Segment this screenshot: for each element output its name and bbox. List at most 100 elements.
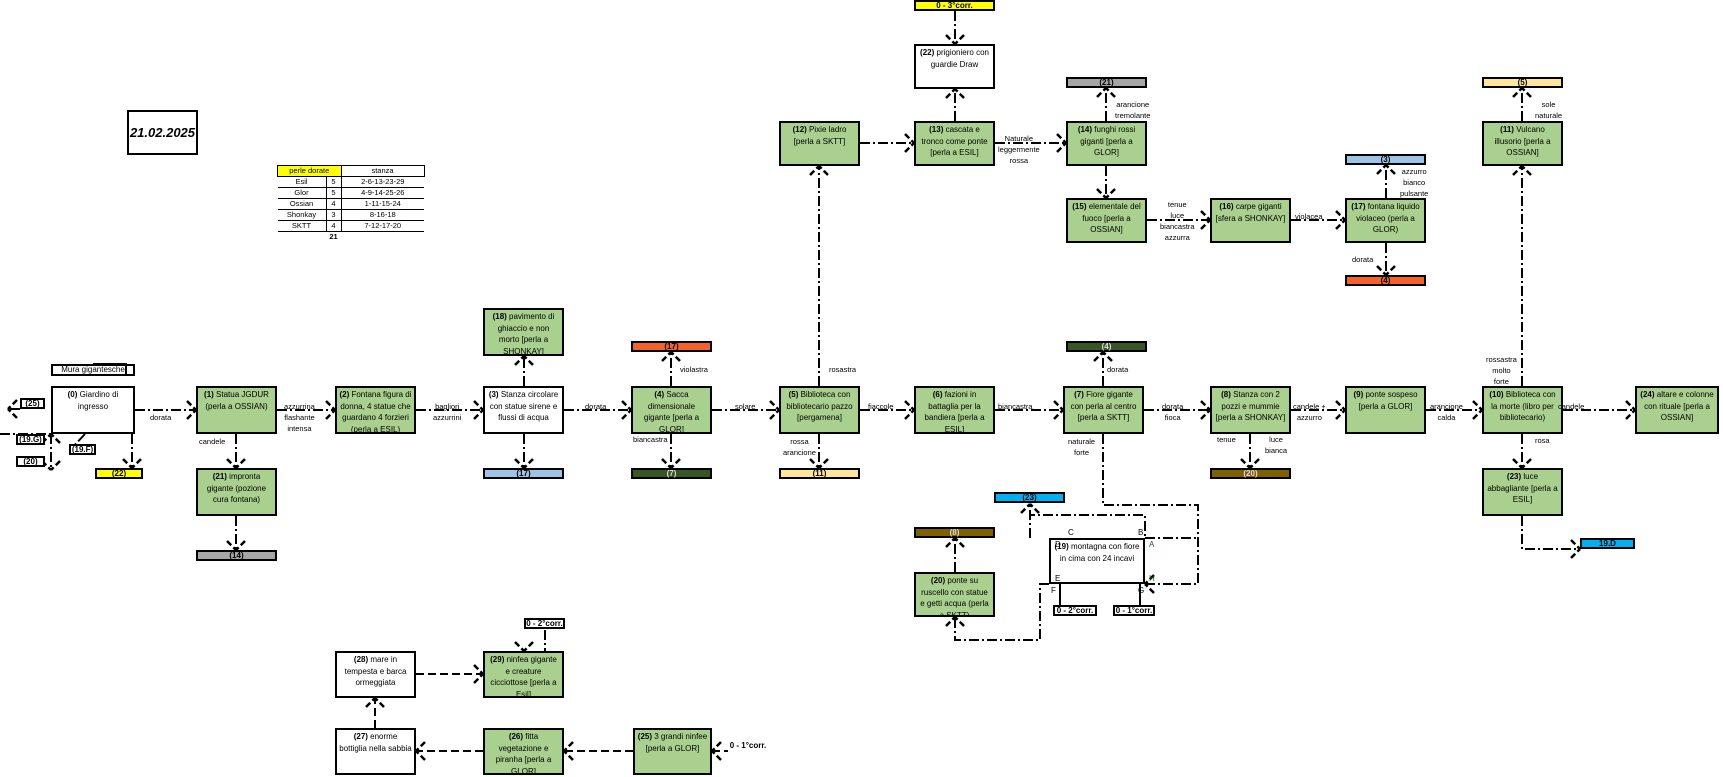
arrowhead-icon [1020,503,1040,514]
room-description: impronta gigante (pozione cura fontana) [206,472,267,504]
room-number: (2) [339,390,350,399]
room-description: Vulcano illusorio [perla a OSSIAN] [1494,125,1551,157]
room-description: Stanza con 2 pozzi e mummie [perla a SHO… [1215,390,1286,422]
reference-tag-r19g: (19.G) [16,434,45,445]
arrowhead-icon [1093,351,1113,362]
reference-tag-r3: (3) [1345,154,1426,165]
pearl-name: Glor [277,187,326,199]
room-description: Pixie ladro [perla a SKTT] [793,125,847,146]
arrowhead-icon [1376,164,1396,175]
room-node-0: (0) Giardino di ingresso [51,386,135,434]
reference-tag-r20b: (20) [1210,468,1291,479]
room-number: (9) [1353,390,1364,399]
arrowhead-icon [1512,165,1532,176]
room-node-5: (5) Biblioteca con bibliotecario pazzo [… [779,386,860,434]
pearl-count: 5 [325,176,342,188]
reference-tag-c1: 0 - 1°corr. [1113,605,1155,616]
arrowhead-icon [1570,539,1581,559]
connector-label-candele2: candele [1558,402,1585,411]
room-description: fazioni in battaglia per la bandiera [pe… [924,390,985,434]
room-description: ponte sospeso [perla a GLOR] [1358,390,1418,411]
arrowhead-icon [945,88,965,99]
room-number: (13) [929,125,944,134]
reference-tag-r25: (25) [20,398,45,409]
room-number: (18) [492,312,507,321]
room-description: Giardino di ingresso [77,390,119,411]
arrowhead-icon [226,540,246,551]
connector-label-dorata4: dorata [1352,255,1374,264]
arrowhead-icon [415,741,426,761]
arrowhead-icon [1335,210,1346,230]
arrowhead-icon [1096,188,1116,199]
room-number: (16) [1219,202,1234,211]
arrowhead-icon [1096,87,1116,98]
arrowhead-icon [1472,400,1483,420]
connector-19-c-b [1029,514,1146,538]
connector-23-19d [1521,516,1580,550]
reference-tag-r22: (22) [95,468,143,479]
arrowhead-icon [1376,265,1396,276]
pearl-rooms: 4-9-14-25-26 [341,187,424,199]
room-description: Biblioteca con bibliotecario pazzo [perg… [786,390,853,422]
room-description: Biblioteca con la morte (libro per bibli… [1491,390,1556,422]
reference-tag-c2: 0 - 2°corr. [1053,605,1097,616]
room-description: cascata e tronco come ponte [perla a ESI… [921,125,988,157]
room-node-28: (28) mare in tempesta e barca ormeggiata [335,651,416,698]
room-number: (19) [1054,542,1069,551]
connector-19-20 [954,583,1049,641]
arrowhead-icon [563,741,574,761]
room-number: (11) [1500,125,1514,134]
room-description: carpe giganti [sfera a SHONKAY] [1215,202,1286,223]
reference-tag-r5: (5) [1482,77,1563,88]
connector-label-candele-azzurro: candele +azzurro [1293,402,1326,422]
pearl-name: Shonkay [277,209,326,221]
reference-tag-r8: (8) [914,527,995,538]
room-node-22: (22) prigioniero con guardie Draw [914,44,995,89]
room-node-10: (10) Biblioteca con la morte (libro per … [1482,386,1563,434]
room-description: funghi rossi giganti [perla a GLOR] [1080,125,1136,157]
reference-tag-r3top: 0 - 3°corr. [914,0,995,11]
corner-label-a: A [1149,540,1155,549]
reference-tag-c2b: 0 - 2°corr. [524,618,565,629]
arrowhead-icon [1512,87,1532,98]
arrowhead-icon [365,697,385,708]
arrowhead-icon [904,400,915,420]
room-number: (22) [920,48,935,57]
room-node-18: (18) pavimento di ghiaccio e non morto [… [483,308,564,356]
connector-label-violastra: violastra [680,365,708,374]
room-node-12: (12) Pixie ladro [perla a SKTT] [779,121,860,166]
room-number: (12) [792,125,807,134]
room-description: pavimento di ghiaccio e non morto [perla… [497,312,555,356]
table-header-pearls: perle dorate [277,165,342,177]
room-number: (0) [67,390,78,399]
pearl-count: 5 [325,187,342,199]
room-number: (8) [1221,390,1231,399]
connector-label-candele1: candele [199,437,226,446]
pearl-name: SKTT [277,220,326,232]
arrowhead-icon [1200,400,1211,420]
room-number: (26) [508,732,524,741]
reference-tag-r7: (7) [631,468,712,479]
arrowhead-icon [711,741,722,761]
arrowhead-icon [1200,210,1211,230]
room-number: (21) [212,472,227,481]
room-node-23: (23) luce abbagliante [perla a ESIL] [1482,468,1563,516]
room-node-26: (26) fitta vegetazione e piranha [perla … [483,728,564,775]
pearl-name: Ossian [277,198,326,210]
room-number: (24) [1640,390,1655,399]
connector-label-rosastra: rosastra [829,365,857,374]
room-node-29: (29) ninfea gigante e creature cicciotto… [483,651,564,698]
arrowhead-icon [514,641,534,652]
room-node-16: (16) carpe giganti [sfera a SHONKAY] [1210,198,1291,243]
connector-label-dorata2: dorata [585,402,607,411]
